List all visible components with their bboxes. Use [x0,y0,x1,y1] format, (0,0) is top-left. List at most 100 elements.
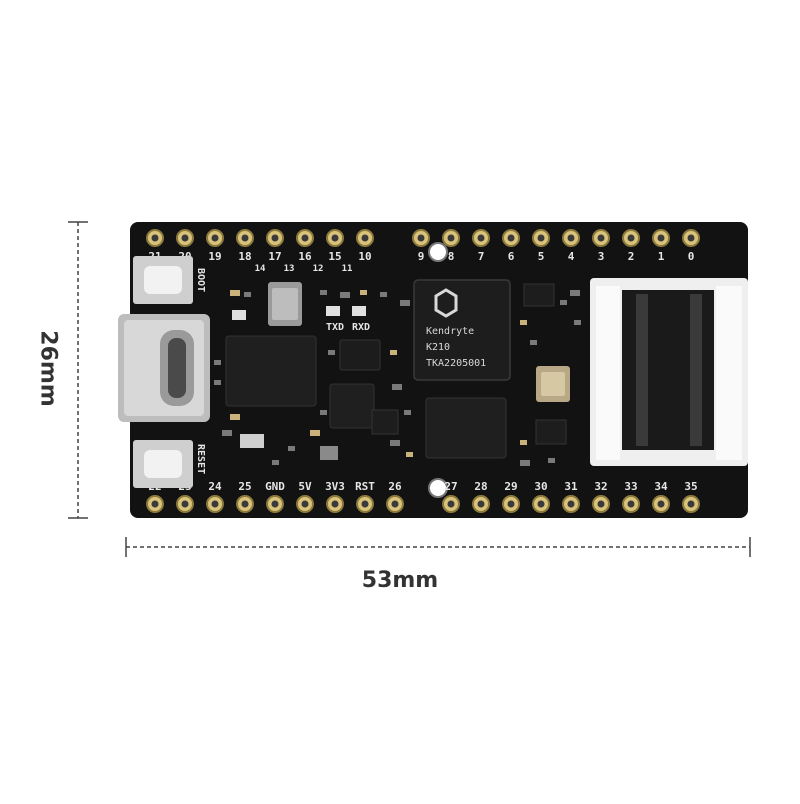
width-dimension-label: 53mm [361,568,439,593]
smd-part [400,300,410,306]
pin-hole [507,234,515,242]
fpc-connector [590,278,748,466]
crystal-oscillator [268,282,302,326]
top-pin-label: 9 [418,250,425,263]
smd-part [360,290,367,295]
smd-part [390,440,400,446]
bottom-pin-label: 5V [298,480,312,493]
top-pin-label: 10 [358,250,371,263]
pin-hole [657,234,665,242]
smd-part [380,292,387,297]
bottom-pin-label: RST [355,480,375,493]
smd-part [222,430,232,436]
pin-hole [181,234,189,242]
top-pin-label: 16 [298,250,312,263]
sub-pin-label: 14 [255,264,266,274]
pin-hole [657,500,665,508]
bottom-pin-label: 28 [474,480,487,493]
bottom-pin-label: 35 [684,480,697,493]
bottom-pin-label: 26 [388,480,402,493]
height-dimension-label: 26mm [35,330,61,407]
top-pin-label: 6 [508,250,515,263]
smd-part [214,360,221,365]
pin-hole [151,234,159,242]
bottom-pin-label: 25 [238,480,251,493]
smd-part [272,460,279,465]
qfn-chip [329,383,375,429]
smd-part [392,384,402,390]
smd-part [530,340,537,345]
chip-model: K210 [426,342,450,353]
top-pin-label: 0 [688,250,695,263]
pin-hole [271,234,279,242]
usb-c-connector [118,314,210,422]
smd-part [520,320,527,325]
smd-part [404,410,411,415]
boot-button [133,256,193,304]
top-pin-label: 19 [208,250,221,263]
pin-hole [687,500,695,508]
smd-part [560,300,567,305]
txd-label: TXD [326,322,344,333]
pin-hole [477,500,485,508]
smd-part [244,292,251,297]
pin-hole [417,234,425,242]
crystal-2 [536,366,570,402]
smd-part [230,290,240,296]
pin-hole [507,500,515,508]
pin-hole [151,500,159,508]
top-pin-label: 18 [238,250,251,263]
smd-part [230,414,240,420]
reset-label: RESET [195,444,206,474]
bottom-pin-label: GND [265,480,285,493]
chip-code: TKA2205001 [426,358,486,369]
top-pin-label: 7 [478,250,485,263]
small-ics [240,283,567,460]
k210-chip [413,279,511,381]
smd-part [520,460,530,466]
smd-components [214,290,581,466]
sub-pin-label: 12 [313,264,324,274]
top-pin-label: 15 [328,250,341,263]
bottom-pin-label: 33 [624,480,637,493]
pin-hole [181,500,189,508]
pin-hole [301,500,309,508]
led-indicators [232,306,366,320]
top-pin-header [146,229,700,247]
sub-pin-label: 11 [342,264,353,274]
pin-hole [447,500,455,508]
top-pin-label: 3 [598,250,605,263]
smd-part [340,292,350,298]
smd-part [288,446,295,451]
smd-part [214,380,221,385]
pin-hole [687,234,695,242]
top-pin-label: 5 [538,250,545,263]
smd-part [320,290,327,295]
bottom-pin-label: 34 [654,480,668,493]
pin-hole [331,234,339,242]
boot-label: BOOT [195,268,206,292]
chip-brand: Kendryte [426,326,474,337]
pin-hole [211,500,219,508]
pin-hole [567,234,575,242]
pin-hole [361,500,369,508]
regulator [339,339,381,371]
smd-part [320,410,327,415]
smd-part [390,350,397,355]
top-sub-pin-labels: 14 13 12 11 [255,264,353,274]
smd-part [570,290,580,296]
pin-hole [627,500,635,508]
sub-pin-label: 13 [284,264,295,274]
pin-hole [391,500,399,508]
top-pin-label: 8 [448,250,455,263]
bottom-pin-label: 27 [444,480,457,493]
pin-hole [361,234,369,242]
pin-hole [447,234,455,242]
pin-hole [597,500,605,508]
bottom-pin-label: 30 [534,480,547,493]
smd-part [328,350,335,355]
bottom-pin-label: 31 [564,480,578,493]
mounting-hole-top [428,242,448,262]
